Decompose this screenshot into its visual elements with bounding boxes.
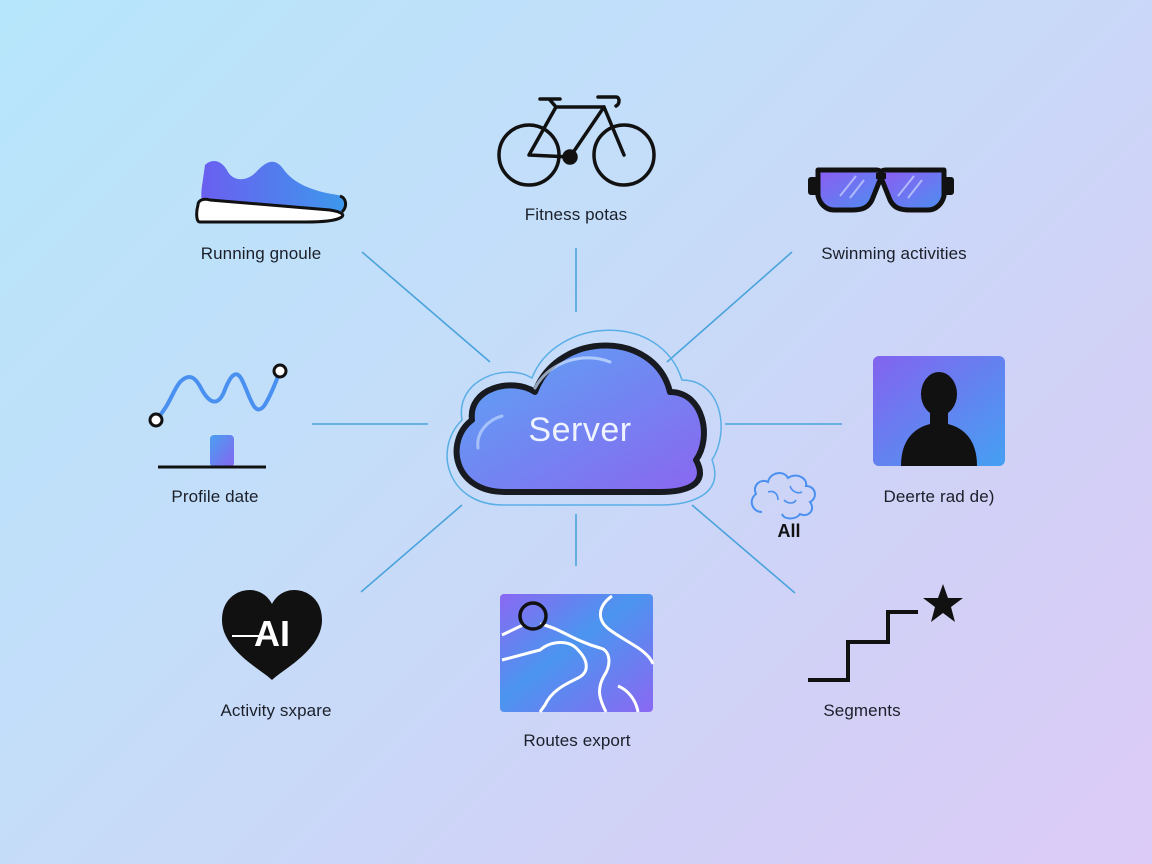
line-graph-icon	[148, 363, 288, 469]
node-label-fitness: Fitness potas	[524, 205, 628, 224]
node-label-routes: Routes export	[523, 731, 631, 750]
server-label: Server	[528, 411, 631, 449]
node-label-swimming: Swinming activities	[821, 244, 967, 263]
brain-ai-icon: All	[750, 472, 816, 541]
brain-ai-text: All	[777, 521, 800, 541]
connectors	[312, 248, 842, 594]
swim-goggles-icon	[808, 167, 954, 213]
ai-heart-text: AI	[254, 613, 290, 654]
route-map-icon	[500, 594, 655, 713]
running-shoe-icon	[195, 160, 348, 224]
node-label-running: Running gnoule	[200, 244, 322, 263]
cloud-outer-glow	[446, 329, 722, 506]
connector-segments	[691, 504, 796, 594]
person-silhouette-icon	[873, 356, 1005, 466]
cloud-highlight	[533, 356, 612, 390]
cloud-body	[453, 342, 707, 495]
cloud-highlight-left	[476, 414, 504, 450]
ai-heart-icon: AI	[222, 590, 322, 680]
node-label-deerte: Deerte rad de)	[883, 487, 995, 506]
bicycle-icon	[497, 95, 656, 187]
connector-swimming	[666, 251, 793, 363]
node-label-profile: Profile date	[171, 487, 259, 506]
connector-running	[361, 251, 491, 363]
node-label-activity: Activity sxpare	[220, 701, 332, 720]
node-label-segments: Segments	[823, 701, 901, 720]
connector-activity	[360, 504, 463, 593]
stairs-star-icon	[808, 584, 963, 682]
server-cloud: Server	[446, 329, 722, 506]
